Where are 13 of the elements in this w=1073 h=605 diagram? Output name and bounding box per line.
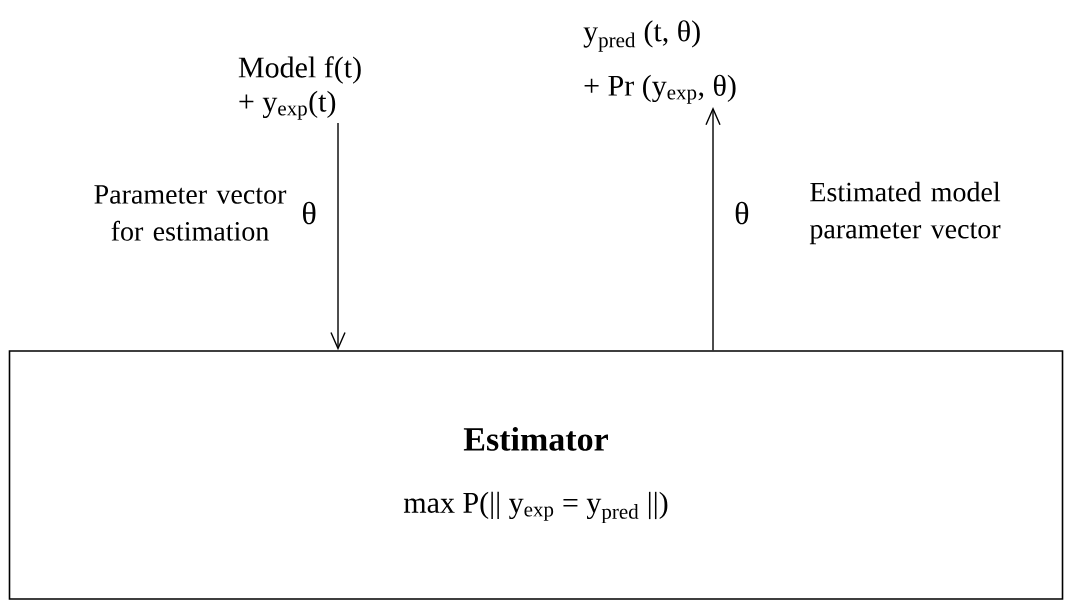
box-title: Estimator [463,426,608,451]
edge-label: θ [735,201,749,225]
annotation-text: Parameter vector for estimation [94,185,287,241]
edge-label: θ [303,201,316,225]
node-text: Model f(t) [238,56,361,84]
arrow [705,107,721,351]
annotation-text: Estimated model parameter vector [809,181,1001,245]
node-text: y$_{pred}$ (t, θ) [583,20,700,52]
formula-text: max P(|| y$_{exp}$ = y$_{pred}$ ||) [403,491,668,524]
arrow [330,122,346,351]
node-text: + Pr (y$_{exp}$, θ) [584,74,736,104]
estimator-box [8,350,1064,600]
node-text: + y$_{exp}$(t) [239,90,336,120]
